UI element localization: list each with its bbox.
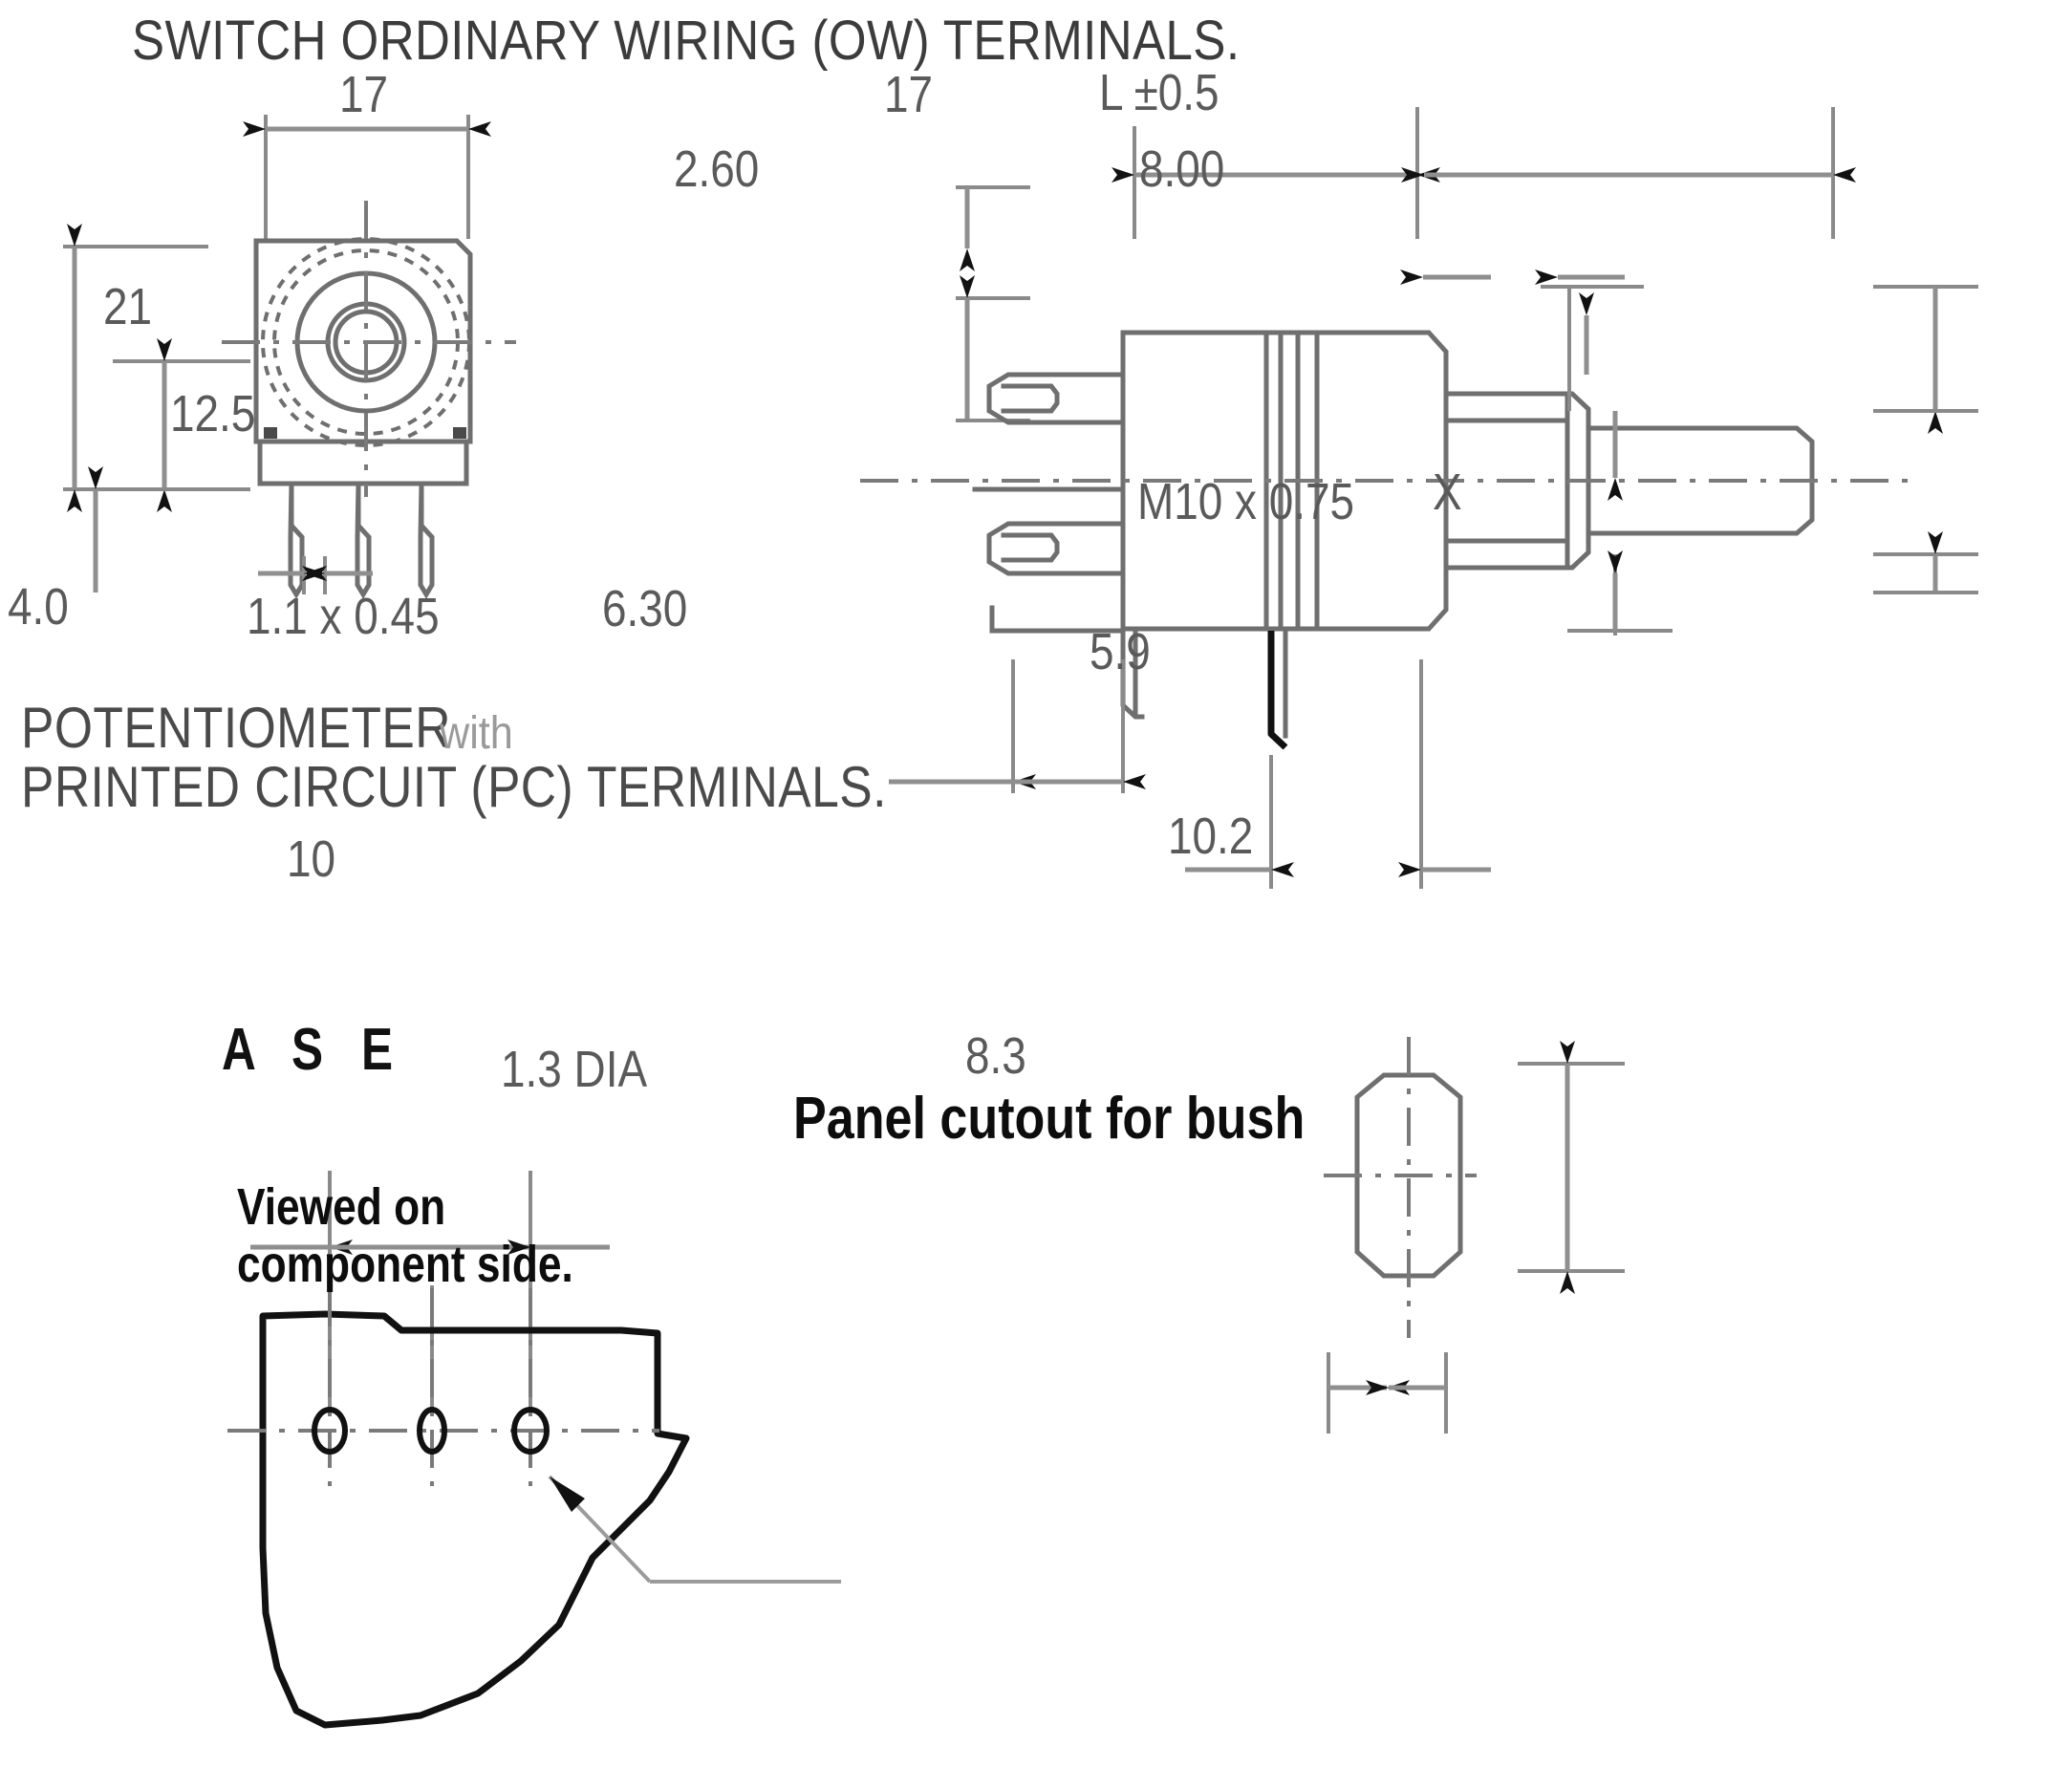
dim-side-bush-8-00: 8.00 <box>1139 140 1225 198</box>
dim-front-pin-section: 1.1 x 0.45 <box>247 588 440 645</box>
pcb-pin-label-a: A <box>222 1017 256 1083</box>
dim-side-pin-5-9: 5.9 <box>1090 623 1151 680</box>
dim-side-bush-thread: M10 x 0.75 <box>1137 473 1355 530</box>
panel-cutout-caption: Panel cutout for bush <box>793 1086 1306 1152</box>
dim-side-shaft-L: L ±0.5 <box>1099 64 1219 121</box>
pcb-pin-label-e: E <box>361 1017 394 1083</box>
dim-front-pin-4-0: 4.0 <box>8 578 69 636</box>
dim-side-lug-6-30: 6.30 <box>602 580 688 637</box>
side-view-geometry <box>860 107 1978 889</box>
dim-side-lug-2-60: 2.60 <box>674 140 760 198</box>
front-view-geometry <box>63 115 516 599</box>
dim-front-height-12-5: 12.5 <box>170 385 256 442</box>
subtitle-potentiometer: POTENTIOMETER <box>21 696 451 760</box>
subtitle-with-word: with <box>440 708 513 759</box>
dim-front-height-21: 21 <box>103 278 153 335</box>
pcb-pin-label-s: S <box>291 1017 324 1083</box>
dim-pcb-pitch-10: 10 <box>287 830 336 888</box>
page-title-switch-ow: SWITCH ORDINARY WIRING (OW) TERMINALS. <box>132 10 1241 72</box>
pcb-note-line-1: Viewed on <box>237 1178 446 1236</box>
dim-cutout-height-10-2: 10.2 <box>1168 808 1254 865</box>
dim-cutout-width-8-3: 8.3 <box>965 1027 1026 1085</box>
pcb-footprint-geometry <box>227 1171 841 1729</box>
dim-side-depth-17: 17 <box>884 66 934 123</box>
pcb-note-line-2: component side. <box>237 1236 573 1293</box>
subtitle-pc-terminals: PRINTED CIRCUIT (PC) TERMINALS. <box>21 755 887 819</box>
panel-cutout-geometry <box>1324 1037 1625 1434</box>
dim-front-width-17: 17 <box>339 66 389 123</box>
dim-side-shaft-x: X <box>1433 464 1462 521</box>
dim-pcb-hole-dia: 1.3 DIA <box>501 1041 648 1098</box>
